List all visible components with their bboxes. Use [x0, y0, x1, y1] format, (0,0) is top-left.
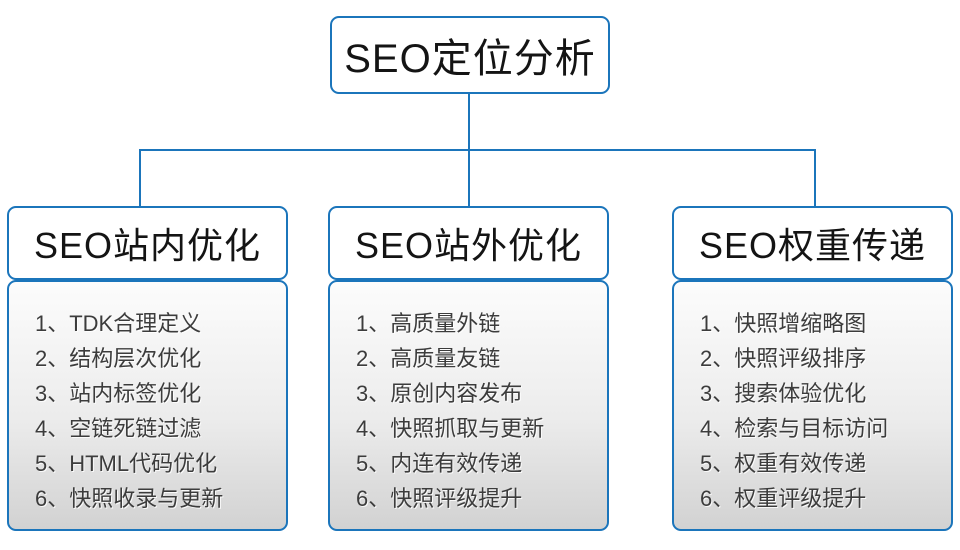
list-item: 3、搜索体验优化: [700, 381, 867, 406]
list-item: 1、快照增缩略图: [700, 311, 867, 336]
connector-drop-middle: [468, 149, 470, 206]
connector-drop-left: [139, 149, 141, 206]
list-item: 5、内连有效传递: [356, 451, 523, 476]
list-item: 3、站内标签优化: [35, 381, 202, 406]
branch-panel-offsite-optimization: 1、高质量外链 2、高质量友链 3、原创内容发布 4、快照抓取与更新 5、内连有…: [328, 280, 609, 531]
list-item: 2、结构层次优化: [35, 346, 202, 371]
branch-panel-onsite-optimization: 1、TDK合理定义 2、结构层次优化 3、站内标签优化 4、空链死链过滤 5、H…: [7, 280, 288, 531]
connector-root-stem: [468, 94, 470, 150]
list-item: 1、高质量外链: [356, 311, 501, 336]
list-item: 6、权重评级提升: [700, 486, 867, 511]
branch-header-weight-transfer: SEO权重传递: [672, 206, 953, 280]
list-item: 4、空链死链过滤: [35, 416, 202, 441]
list-item: 2、快照评级排序: [700, 346, 867, 371]
branch-header-onsite-optimization: SEO站内优化: [7, 206, 288, 280]
root-node-seo-positioning-analysis: SEO定位分析: [330, 16, 610, 94]
list-item: 2、高质量友链: [356, 346, 501, 371]
branch-panel-weight-transfer: 1、快照增缩略图 2、快照评级排序 3、搜索体验优化 4、检索与目标访问 5、权…: [672, 280, 953, 531]
list-item: 6、快照评级提升: [356, 486, 523, 511]
branch-item-list: 1、高质量外链 2、高质量友链 3、原创内容发布 4、快照抓取与更新 5、内连有…: [330, 282, 607, 516]
list-item: 4、检索与目标访问: [700, 416, 889, 441]
list-item: 5、权重有效传递: [700, 451, 867, 476]
root-node-label: SEO定位分析: [344, 37, 596, 81]
branch-title: SEO权重传递: [698, 225, 927, 266]
list-item: 3、原创内容发布: [356, 381, 523, 406]
list-item: 1、TDK合理定义: [35, 311, 202, 336]
list-item: 6、快照收录与更新: [35, 486, 224, 511]
connector-drop-right: [814, 149, 816, 206]
list-item: 4、快照抓取与更新: [356, 416, 545, 441]
connector-horizontal-bar: [139, 149, 816, 151]
branch-header-offsite-optimization: SEO站外优化: [328, 206, 609, 280]
branch-item-list: 1、快照增缩略图 2、快照评级排序 3、搜索体验优化 4、检索与目标访问 5、权…: [674, 282, 951, 516]
list-item: 5、HTML代码优化: [35, 451, 218, 476]
branch-title: SEO站内优化: [33, 225, 262, 266]
branch-item-list: 1、TDK合理定义 2、结构层次优化 3、站内标签优化 4、空链死链过滤 5、H…: [9, 282, 286, 516]
branch-title: SEO站外优化: [354, 225, 583, 266]
